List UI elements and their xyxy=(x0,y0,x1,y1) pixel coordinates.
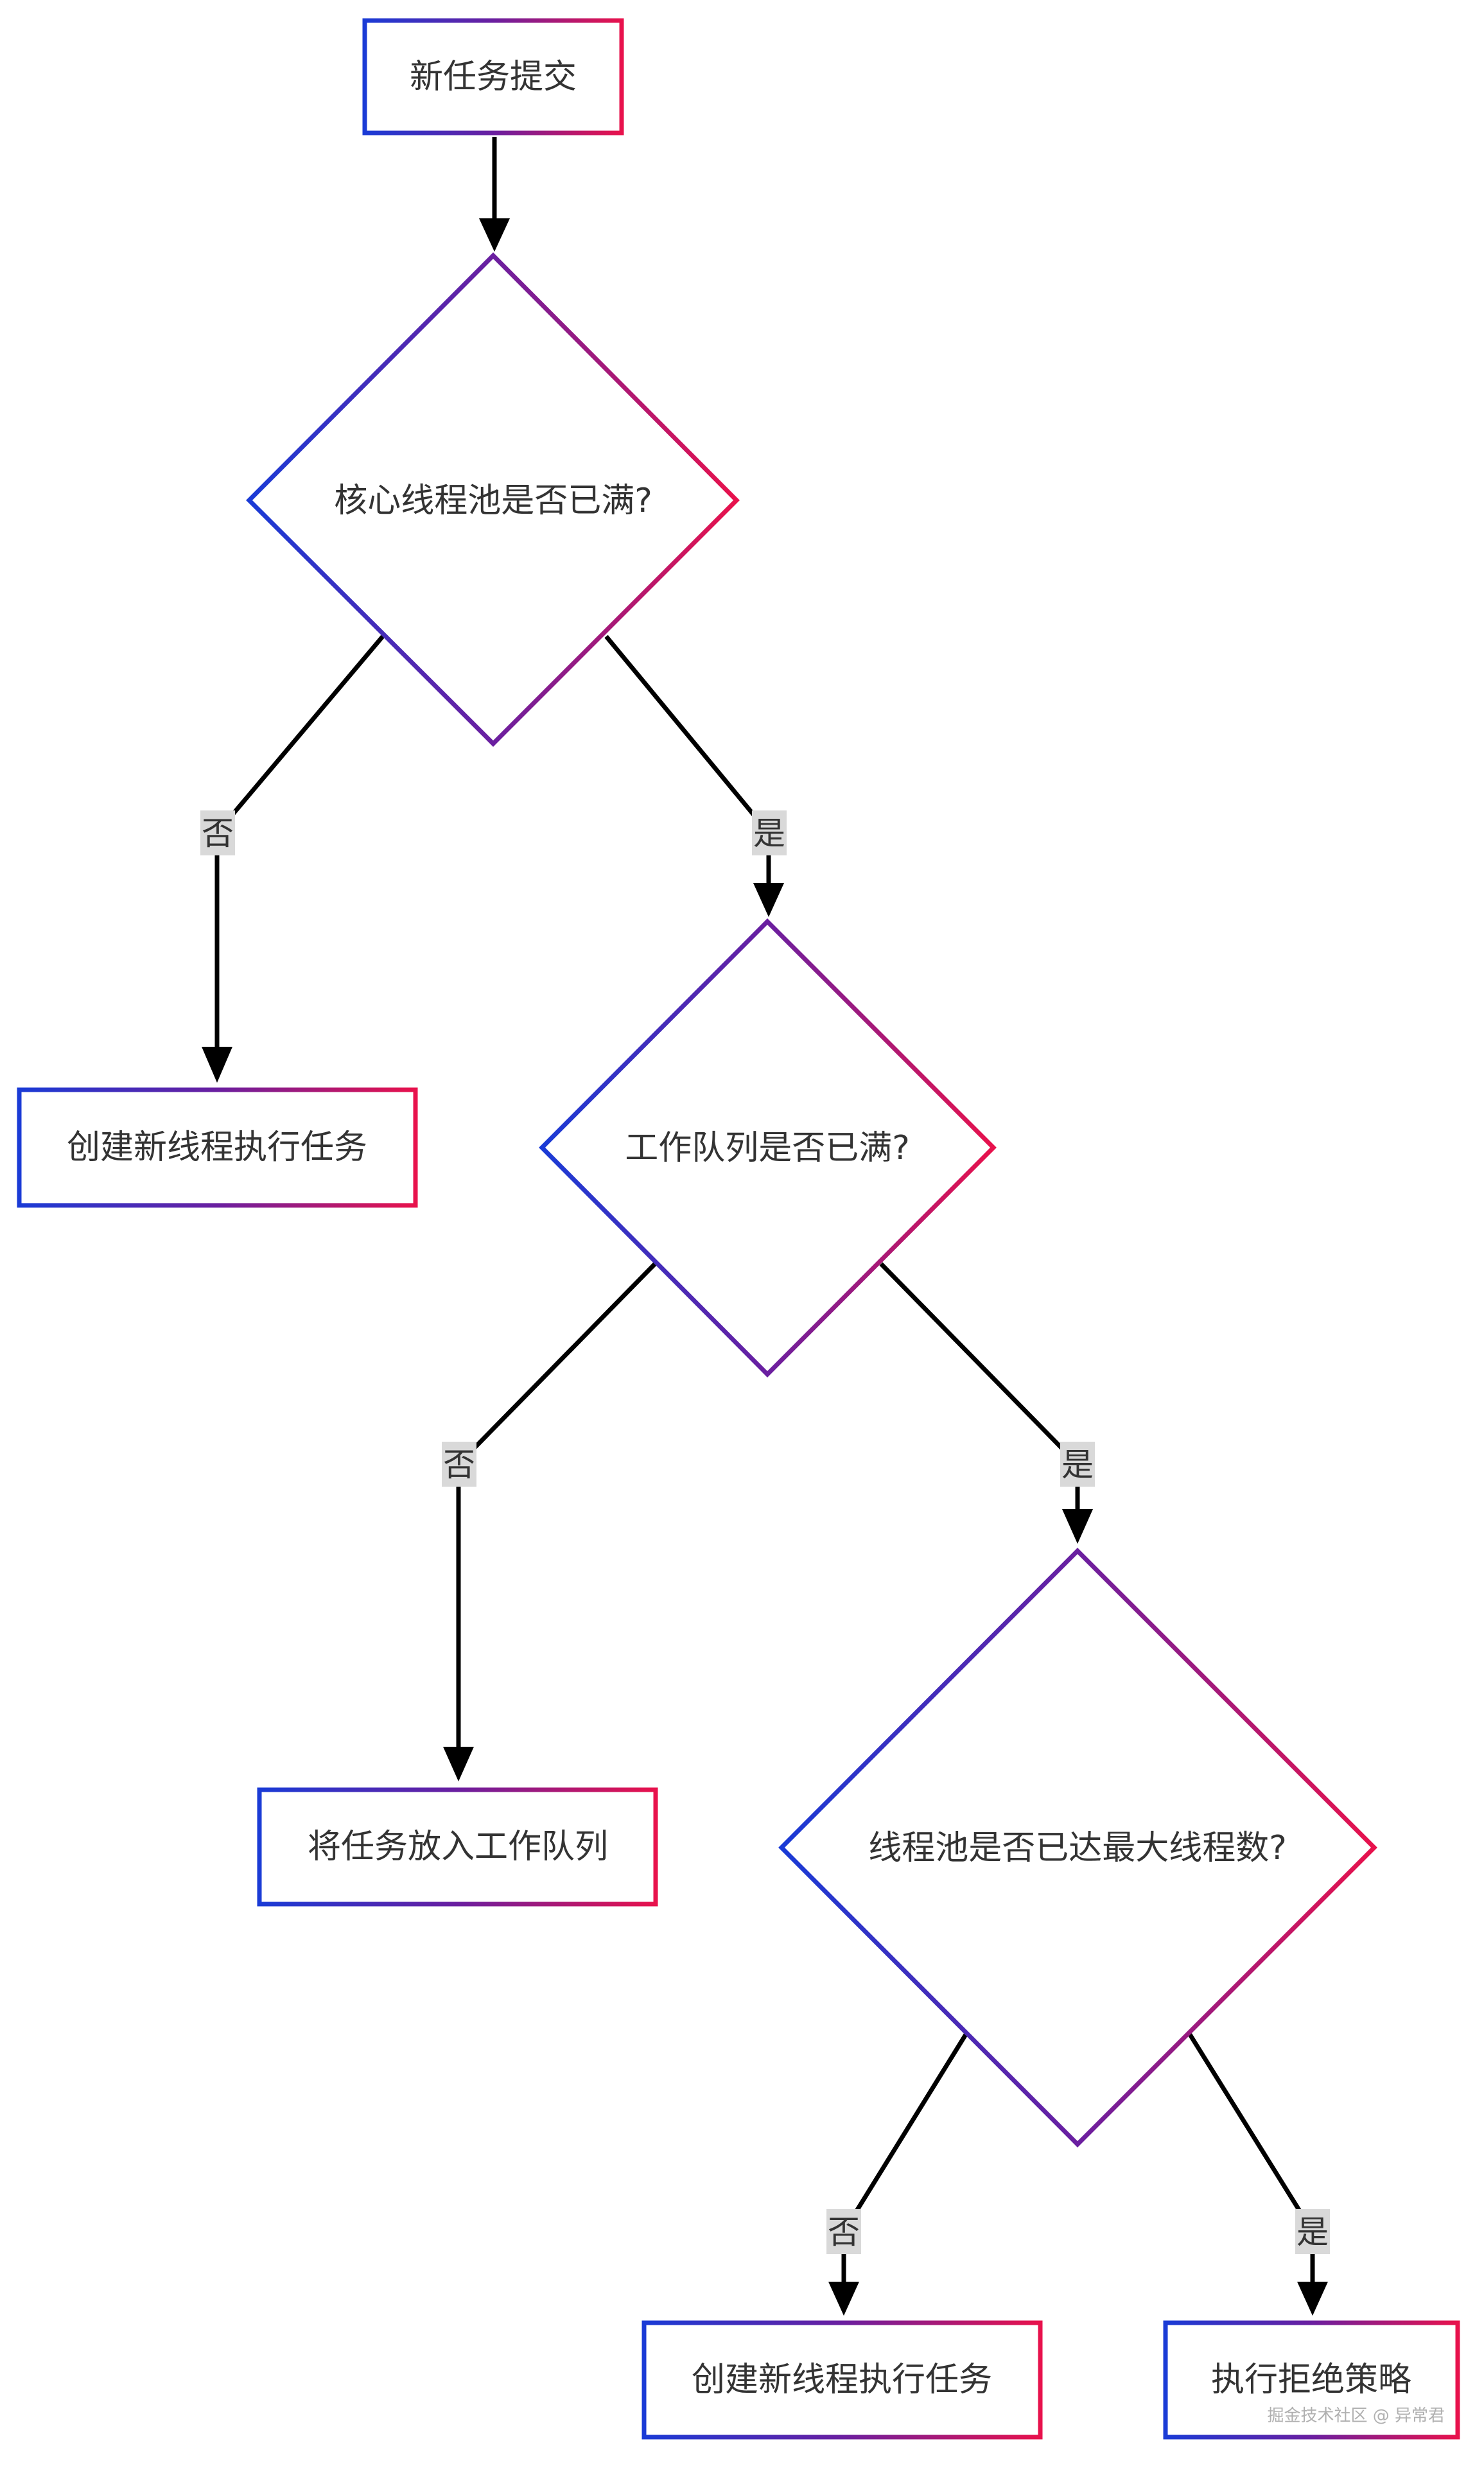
edge-label-bg xyxy=(200,810,235,855)
node-create-core-thread-label: 创建新线程执行任务 xyxy=(67,1128,367,1167)
node-create-core-thread: 创建新线程执行任务 xyxy=(17,1087,418,1208)
edge-label-max-yes: 是 xyxy=(1296,2214,1329,2251)
node-create-extra-thread: 创建新线程执行任务 xyxy=(642,2320,1043,2440)
edge-label-bg xyxy=(442,1442,476,1487)
edge-label-queue-no: 否 xyxy=(443,1446,475,1483)
decision-max-threads-check-label: 线程池是否已达最大线程数? xyxy=(868,1829,1287,1867)
edge-label-bg xyxy=(826,2209,861,2254)
arrowhead-icon xyxy=(1297,2282,1328,2316)
decision-core-check: 核心线程池是否已满? xyxy=(246,252,740,747)
arrowhead-icon xyxy=(828,2282,859,2316)
edge-label-core-no: 否 xyxy=(202,815,234,852)
edge-max-yes: 是 xyxy=(1188,2033,1330,2316)
nodes: 新任务提交 核心线程池是否已满? 创建新线程执行任务 工作队列是否已满? 将任务… xyxy=(17,18,1460,2440)
edge-queue-yes: 是 xyxy=(879,1262,1095,1544)
edge-core-yes: 是 xyxy=(604,634,787,917)
edge-label-max-no: 否 xyxy=(828,2214,860,2251)
node-create-extra-thread-label: 创建新线程执行任务 xyxy=(692,2361,992,2399)
arrowhead-icon xyxy=(202,1047,232,1083)
node-enqueue: 将任务放入工作队列 xyxy=(257,1787,658,1907)
node-enqueue-label: 将任务放入工作队列 xyxy=(308,1828,608,1866)
arrowhead-icon xyxy=(479,218,510,252)
edge-queue-no: 否 xyxy=(442,1262,657,1781)
edge-core-no: 否 xyxy=(200,634,385,1083)
node-start: 新任务提交 xyxy=(362,18,624,136)
node-reject: 执行拒绝策略 xyxy=(1163,2320,1460,2440)
arrowhead-icon xyxy=(443,1747,474,1781)
arrowhead-icon xyxy=(753,883,784,917)
edge-start-to-core-check xyxy=(479,137,510,252)
decision-core-check-label: 核心线程池是否已满? xyxy=(334,482,652,520)
edges: 否 是 否 是 否 xyxy=(200,137,1330,2316)
edge-label-bg xyxy=(1295,2209,1330,2254)
node-reject-label: 执行拒绝策略 xyxy=(1211,2361,1411,2399)
decision-queue-check-label: 工作队列是否已满? xyxy=(625,1129,910,1167)
node-start-label: 新任务提交 xyxy=(410,58,577,96)
edge-label-queue-yes: 是 xyxy=(1061,1446,1094,1483)
edge-max-no: 否 xyxy=(826,2033,968,2316)
edge-label-core-yes: 是 xyxy=(753,815,785,852)
edge-label-bg xyxy=(752,810,787,855)
arrowhead-icon xyxy=(1062,1509,1093,1544)
edge-label-bg xyxy=(1060,1442,1095,1487)
decision-queue-check: 工作队列是否已满? xyxy=(539,918,997,1377)
decision-max-threads-check: 线程池是否已达最大线程数? xyxy=(778,1548,1377,2147)
watermark-text: 掘金技术社区 @ 异常君 xyxy=(1267,2406,1445,2426)
